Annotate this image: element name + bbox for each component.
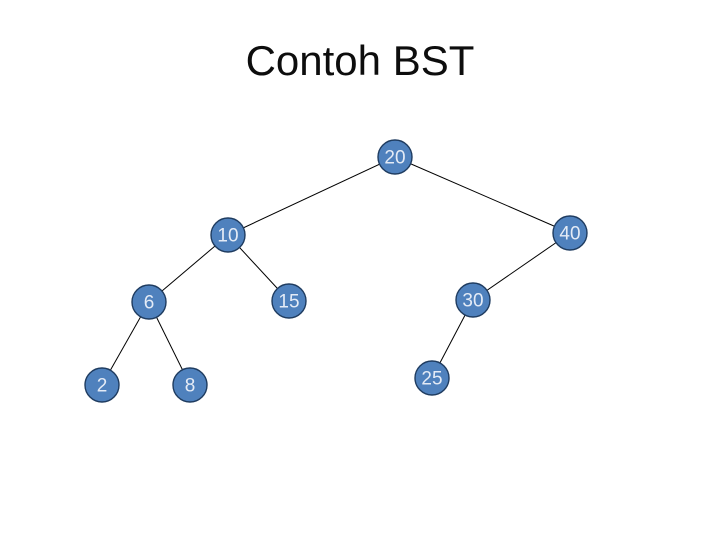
tree-node-label-6: 6	[144, 293, 155, 314]
tree-node-label-10: 10	[217, 226, 238, 247]
tree-node-circle-10	[210, 217, 246, 253]
tree-node-circle-8	[172, 367, 208, 403]
tree-node-30: 30	[455, 282, 491, 318]
tree-node-label-30: 30	[462, 291, 483, 312]
tree-node-label-8: 8	[185, 376, 196, 397]
tree-node-20: 20	[377, 139, 413, 175]
tree-node-2: 2	[84, 367, 120, 403]
tree-node-label-25: 25	[421, 369, 442, 390]
tree-node-circle-40	[552, 215, 588, 251]
tree-node-25: 25	[414, 360, 450, 396]
tree-node-circle-30	[455, 282, 491, 318]
tree-node-circle-15	[271, 283, 307, 319]
tree-node-label-15: 15	[278, 292, 299, 313]
tree-node-40: 40	[552, 215, 588, 251]
tree-edge-20-40	[394, 156, 571, 234]
tree-node-label-2: 2	[97, 376, 108, 397]
tree-node-circle-2	[84, 367, 120, 403]
tree-node-15: 15	[271, 283, 307, 319]
slide-title: Contoh BST	[245, 37, 475, 84]
tree-node-10: 10	[210, 217, 246, 253]
tree-node-label-20: 20	[384, 148, 405, 169]
tree-node-8: 8	[172, 367, 208, 403]
tree-edge-20-10	[227, 156, 396, 236]
tree-node-circle-20	[377, 139, 413, 175]
tree-node-6: 6	[131, 284, 167, 320]
tree-edge-40-30	[472, 232, 571, 301]
tree-node-label-40: 40	[559, 224, 580, 245]
tree-node-circle-25	[414, 360, 450, 396]
tree-node-circle-6	[131, 284, 167, 320]
